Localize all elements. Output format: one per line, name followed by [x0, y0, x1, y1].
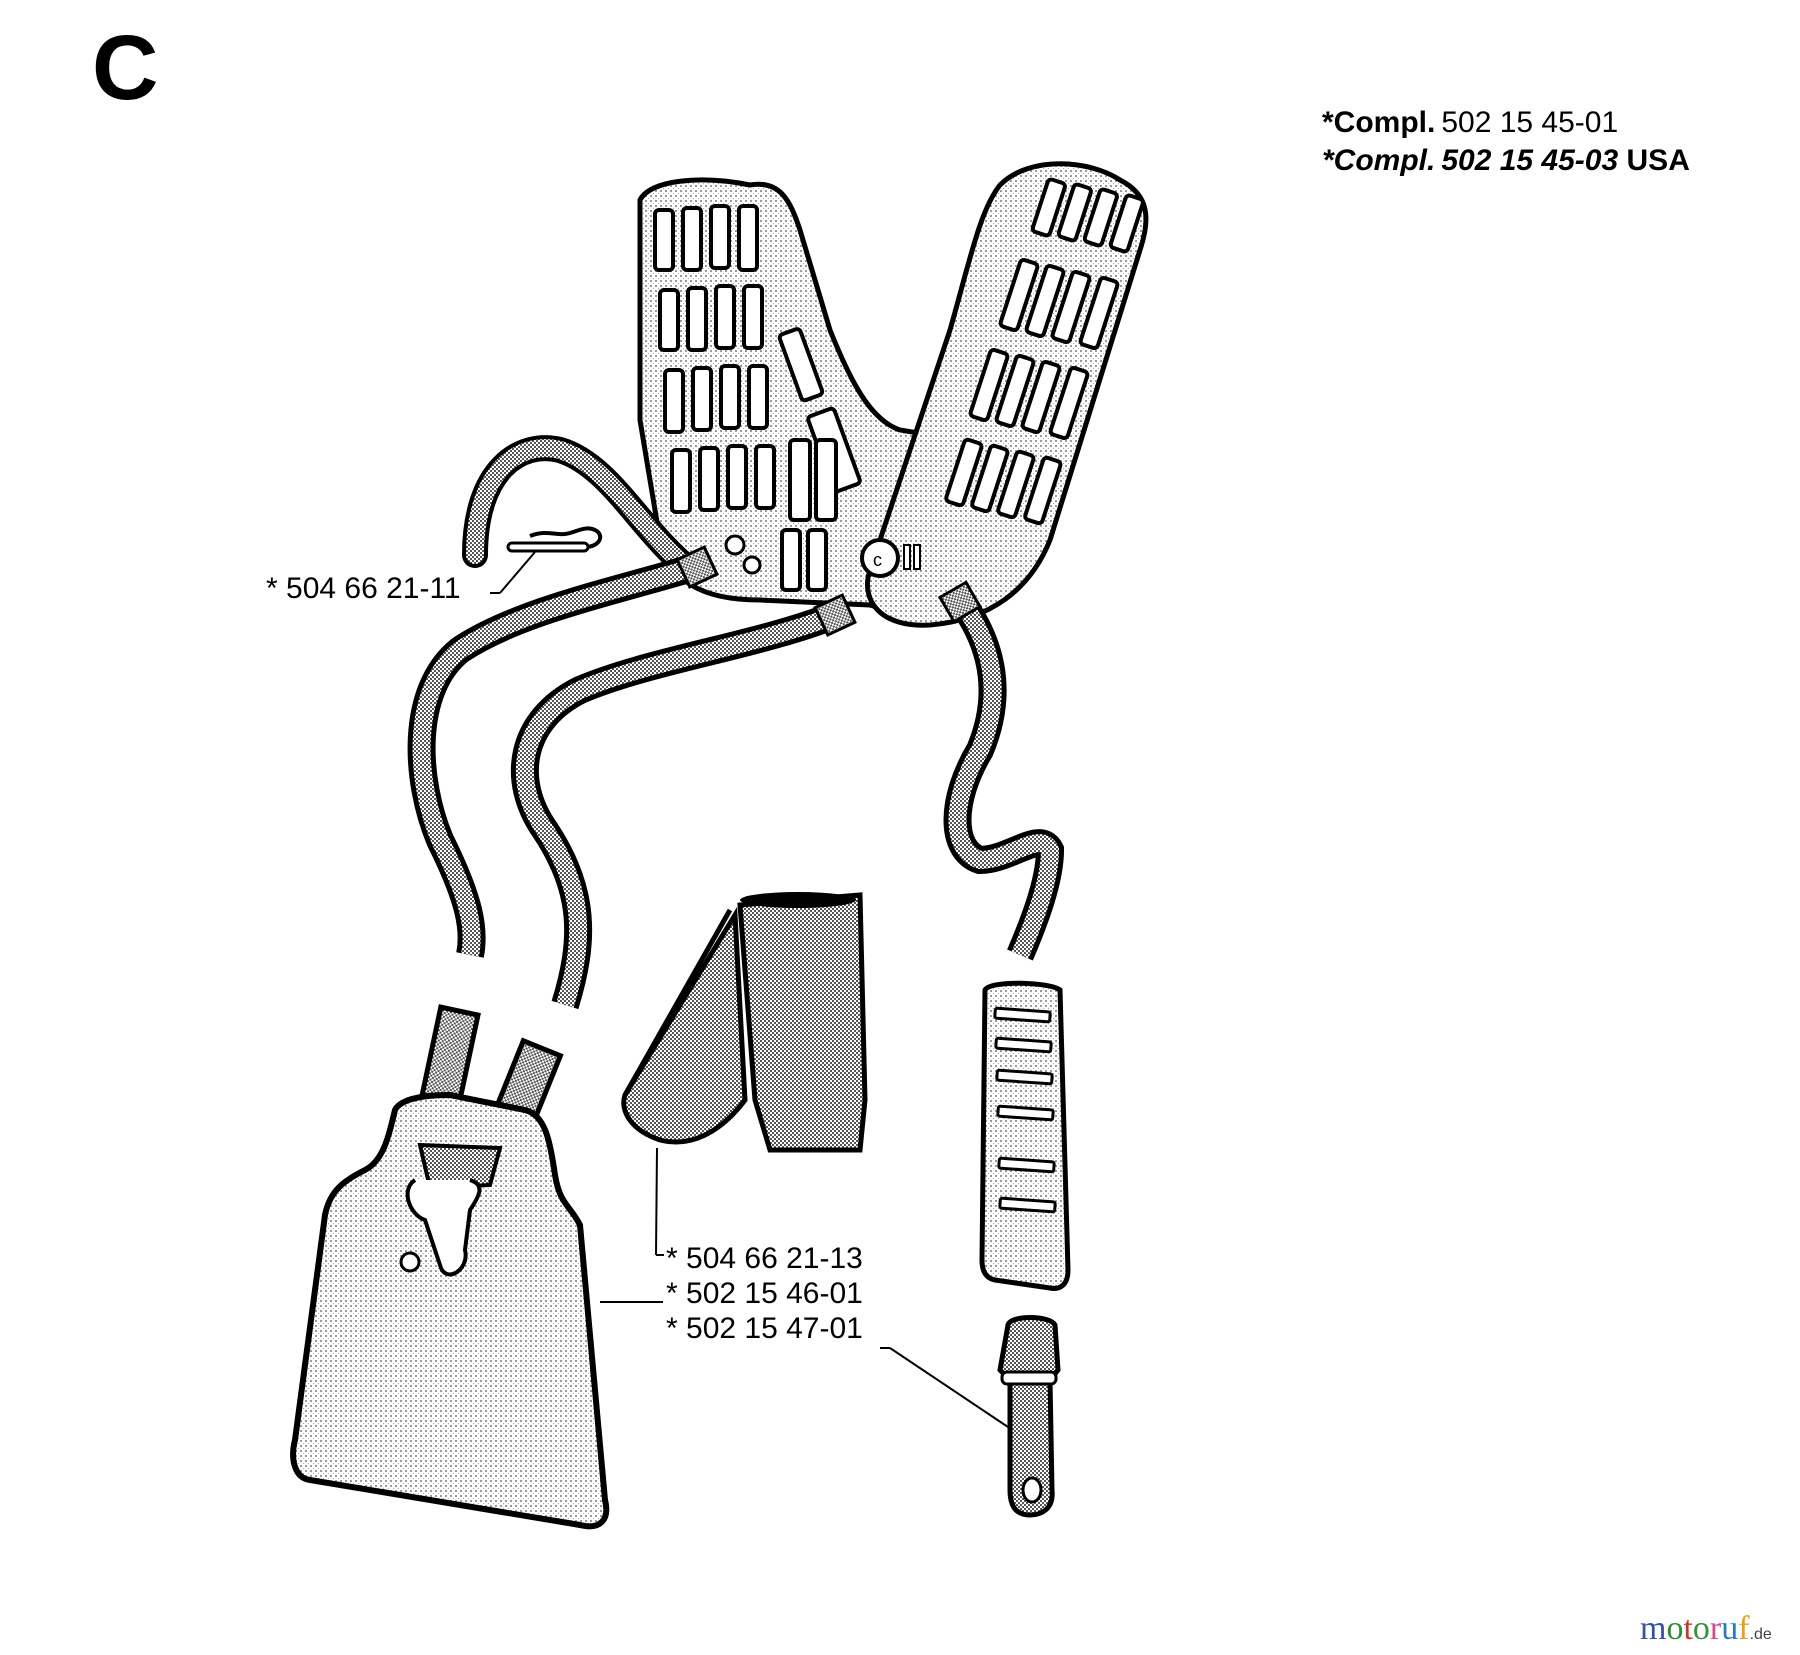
- part-label-back-plate: * 502 15 46-01: [666, 1277, 863, 1310]
- logo-letter: o: [1692, 1610, 1710, 1647]
- complete-assembly-prefix: *Compl.: [1322, 144, 1436, 177]
- logo-letter: t: [1683, 1610, 1693, 1647]
- part-label-clip-pin: * 504 66 21-11: [266, 572, 461, 605]
- clip-pin-part: [490, 526, 603, 594]
- svg-text:c: c: [873, 550, 882, 570]
- complete-assembly-prefix: *Compl.: [1322, 106, 1436, 139]
- watermark-logo: motoruf.de: [1640, 1612, 1772, 1652]
- part-label-hip-pad: * 504 66 21-13: [666, 1242, 863, 1275]
- logo-letter: o: [1666, 1610, 1684, 1647]
- complete-assembly-part-number: 502 15 45-03: [1441, 144, 1619, 177]
- region-suffix: USA: [1626, 144, 1690, 177]
- logo-letter: u: [1721, 1610, 1739, 1647]
- complete-assembly-row-usa: *Compl.502 15 45-03 USA: [1322, 144, 1690, 178]
- logo-letter: r: [1709, 1610, 1722, 1647]
- section-letter: C: [92, 17, 159, 119]
- right-shoulder-pad: c: [860, 161, 1149, 628]
- logo-letter: m: [1640, 1610, 1667, 1647]
- complete-assembly-part-number: 502 15 45-01: [1441, 106, 1619, 139]
- logo-letter: f: [1738, 1610, 1750, 1647]
- buckle-plate: [979, 980, 1071, 1291]
- part-label-strap-end: * 502 15 47-01: [666, 1312, 863, 1345]
- logo-tld: .de: [1749, 1626, 1772, 1643]
- strap-end-part: [880, 1315, 1061, 1518]
- complete-assembly-row: *Compl.502 15 45-01: [1322, 106, 1618, 140]
- back-plate-part: [290, 1004, 663, 1530]
- hip-pad-sleeves: [621, 892, 868, 1256]
